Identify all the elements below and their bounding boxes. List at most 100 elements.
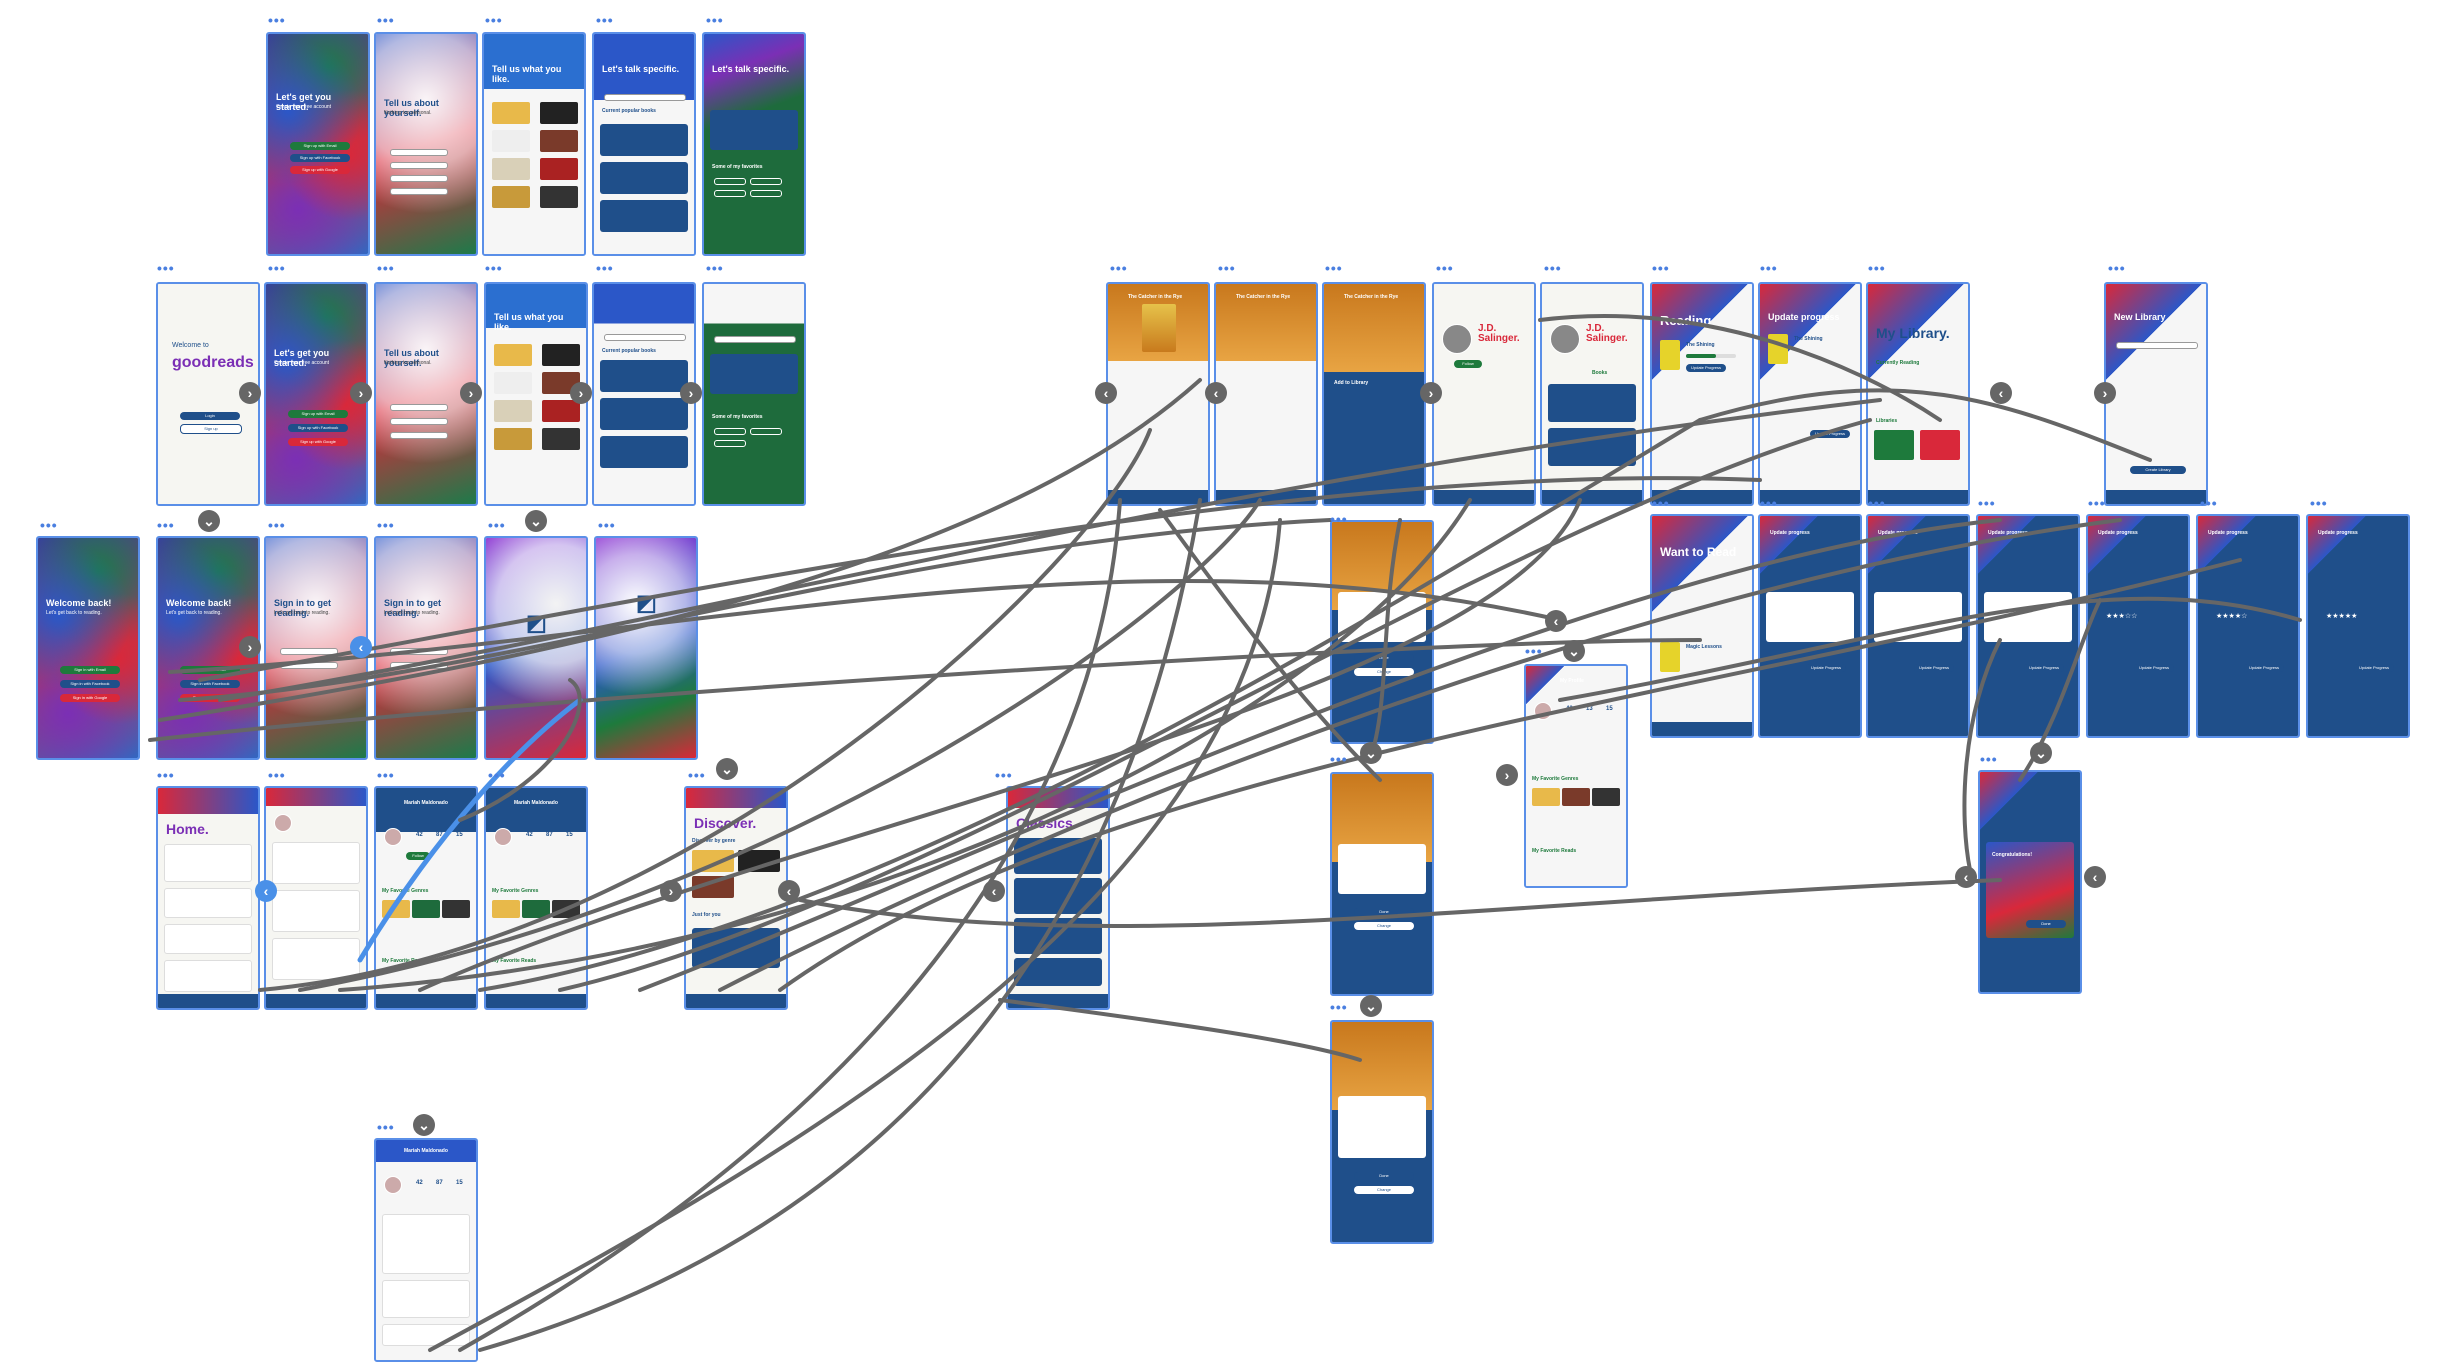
bottom-nav[interactable] <box>266 994 366 1008</box>
search-input[interactable] <box>604 334 686 341</box>
genre-tile[interactable] <box>492 158 530 180</box>
facebook-signin-button[interactable]: Sign in with Facebook <box>60 680 120 688</box>
genre-tile[interactable] <box>540 186 578 208</box>
email-signin-button[interactable]: Sign in with Email <box>180 666 240 674</box>
done-button[interactable]: Done <box>1354 908 1414 916</box>
library-tile[interactable] <box>1874 430 1914 460</box>
frame-added-modal-c[interactable]: Done Change <box>1330 1020 1434 1244</box>
update-progress-button[interactable]: Update Progress <box>2354 664 2394 672</box>
frame-menu-dots[interactable]: ••• <box>268 767 286 783</box>
genre-tile[interactable] <box>1592 788 1620 806</box>
frame-get-started-a[interactable]: Let's get you started. Create your free … <box>266 32 370 256</box>
frame-menu-dots[interactable]: ••• <box>485 12 503 28</box>
bottom-nav[interactable] <box>1652 722 1752 736</box>
frame-menu-dots[interactable]: ••• <box>598 517 616 533</box>
frame-discover[interactable]: Discover. Discover by genre Just for you <box>684 786 788 1010</box>
frame-menu-dots[interactable]: ••• <box>157 517 175 533</box>
frame-new-library[interactable]: New Library Create Library <box>2104 282 2208 506</box>
feed-post[interactable] <box>164 888 252 918</box>
chevron-down-icon[interactable]: ⌄ <box>413 1114 435 1136</box>
frame-menu-dots[interactable]: ••• <box>706 260 724 276</box>
password-field[interactable] <box>390 662 448 669</box>
selected-book-card[interactable] <box>710 354 798 394</box>
frame-menu-dots[interactable]: ••• <box>377 12 395 28</box>
rating-stars-icon[interactable]: ★★★★★ <box>2326 613 2358 620</box>
frame-my-library[interactable]: My Library. Currently Reading Libraries <box>1866 282 1970 506</box>
frame-menu-dots[interactable]: ••• <box>488 767 506 783</box>
frame-menu-dots[interactable]: ••• <box>377 517 395 533</box>
genre-tile[interactable] <box>494 372 532 394</box>
feed-post[interactable] <box>382 1280 470 1318</box>
frame-author-a[interactable]: J.D. Salinger. Follow <box>1432 282 1536 506</box>
google-signin-button[interactable]: Sign in with Google <box>180 694 240 702</box>
frame-menu-dots[interactable]: ••• <box>596 12 614 28</box>
frame-menu-dots[interactable]: ••• <box>1218 260 1236 276</box>
next-arrow-icon[interactable]: › <box>460 382 482 404</box>
favorite-chip[interactable] <box>714 190 746 197</box>
back-arrow-icon[interactable]: ‹ <box>983 880 1005 902</box>
name-field[interactable] <box>390 149 448 156</box>
frame-congrats[interactable]: Congratulations! Done <box>1978 770 2082 994</box>
frame-menu-dots[interactable]: ••• <box>157 260 175 276</box>
frame-menu-dots[interactable]: ••• <box>157 767 175 783</box>
bottom-nav[interactable] <box>1542 490 1642 504</box>
chevron-down-icon[interactable]: ⌄ <box>2030 742 2052 764</box>
search-input[interactable] <box>714 336 796 343</box>
frame-menu-dots[interactable]: ••• <box>1760 495 1778 511</box>
frame-author-b[interactable]: J.D. Salinger. Books <box>1540 282 1644 506</box>
back-arrow-icon[interactable]: ‹ <box>1545 610 1567 632</box>
book-card[interactable] <box>1548 384 1636 422</box>
chevron-down-icon[interactable]: ⌄ <box>1360 742 1382 764</box>
selected-book-card[interactable] <box>710 110 798 150</box>
email-field[interactable] <box>280 648 338 655</box>
frame-menu-dots[interactable]: ••• <box>1760 260 1778 276</box>
frame-book-add[interactable]: The Catcher in the Rye Add to Library <box>1322 282 1426 506</box>
frame-menu-dots[interactable]: ••• <box>377 767 395 783</box>
update-progress-button[interactable]: Update Progress <box>2134 664 2174 672</box>
next-arrow-icon[interactable]: › <box>1420 382 1442 404</box>
email-field[interactable] <box>390 162 448 169</box>
search-input[interactable] <box>604 94 686 101</box>
frame-book-detail-a[interactable]: The Catcher in the Rye <box>1106 282 1210 506</box>
chevron-down-icon[interactable]: ⌄ <box>198 510 220 532</box>
update-progress-button[interactable]: Update Progress <box>2024 664 2064 672</box>
bottom-nav[interactable] <box>2106 490 2206 504</box>
feed-post[interactable] <box>272 890 360 932</box>
change-button[interactable]: Change <box>1354 922 1414 930</box>
frame-menu-dots[interactable]: ••• <box>485 260 503 276</box>
frame-reading[interactable]: Reading The Shining Update Progress <box>1650 282 1754 506</box>
frame-home[interactable]: Home. <box>156 786 260 1010</box>
create-library-button[interactable]: Create Library <box>2130 466 2186 474</box>
frame-menu-dots[interactable]: ••• <box>2108 260 2126 276</box>
book-card[interactable] <box>600 162 688 194</box>
frame-added-modal-b[interactable]: Done Change <box>1330 772 1434 996</box>
update-progress-button[interactable]: Update Progress <box>1686 364 1726 372</box>
favorite-chip[interactable] <box>714 440 746 447</box>
frame-menu-dots[interactable]: ••• <box>2200 495 2218 511</box>
frame-menu-dots[interactable]: ••• <box>596 260 614 276</box>
genre-tile[interactable] <box>540 158 578 180</box>
genre-tile[interactable] <box>738 850 780 872</box>
login-button[interactable]: Login <box>180 412 240 420</box>
favorite-chip[interactable] <box>750 428 782 435</box>
bottom-nav[interactable] <box>1008 994 1108 1008</box>
genre-tile[interactable] <box>692 876 734 898</box>
book-card[interactable] <box>600 436 688 468</box>
facebook-signin-button[interactable]: Sign in with Facebook <box>180 680 240 688</box>
frame-menu-dots[interactable]: ••• <box>1330 999 1348 1015</box>
next-arrow-icon[interactable]: › <box>239 636 261 658</box>
frame-welcome-back-a[interactable]: Welcome back! Let's get back to reading.… <box>36 536 140 760</box>
frame-profile-mariah-a[interactable]: Mariah Maldonado 42 87 15 Follow My Favo… <box>374 786 478 1010</box>
bottom-nav[interactable] <box>376 994 476 1008</box>
frame-menu-dots[interactable]: ••• <box>2310 495 2328 511</box>
frame-rating-a[interactable]: Update progress Update Progress <box>1758 514 1862 738</box>
frame-talk-specific-a[interactable]: Let's talk specific. Current popular boo… <box>592 32 696 256</box>
next-arrow-icon[interactable]: › <box>350 382 372 404</box>
bottom-nav[interactable] <box>1324 490 1424 504</box>
genre-tile[interactable] <box>492 130 530 152</box>
book-card[interactable] <box>600 124 688 156</box>
frame-menu-dots[interactable]: ••• <box>1868 260 1886 276</box>
frame-my-profile[interactable]: My Profile 42 13 15 My Favorite Genres M… <box>1524 664 1628 888</box>
library-name-field[interactable] <box>2116 342 2198 349</box>
favorite-chip[interactable] <box>750 190 782 197</box>
